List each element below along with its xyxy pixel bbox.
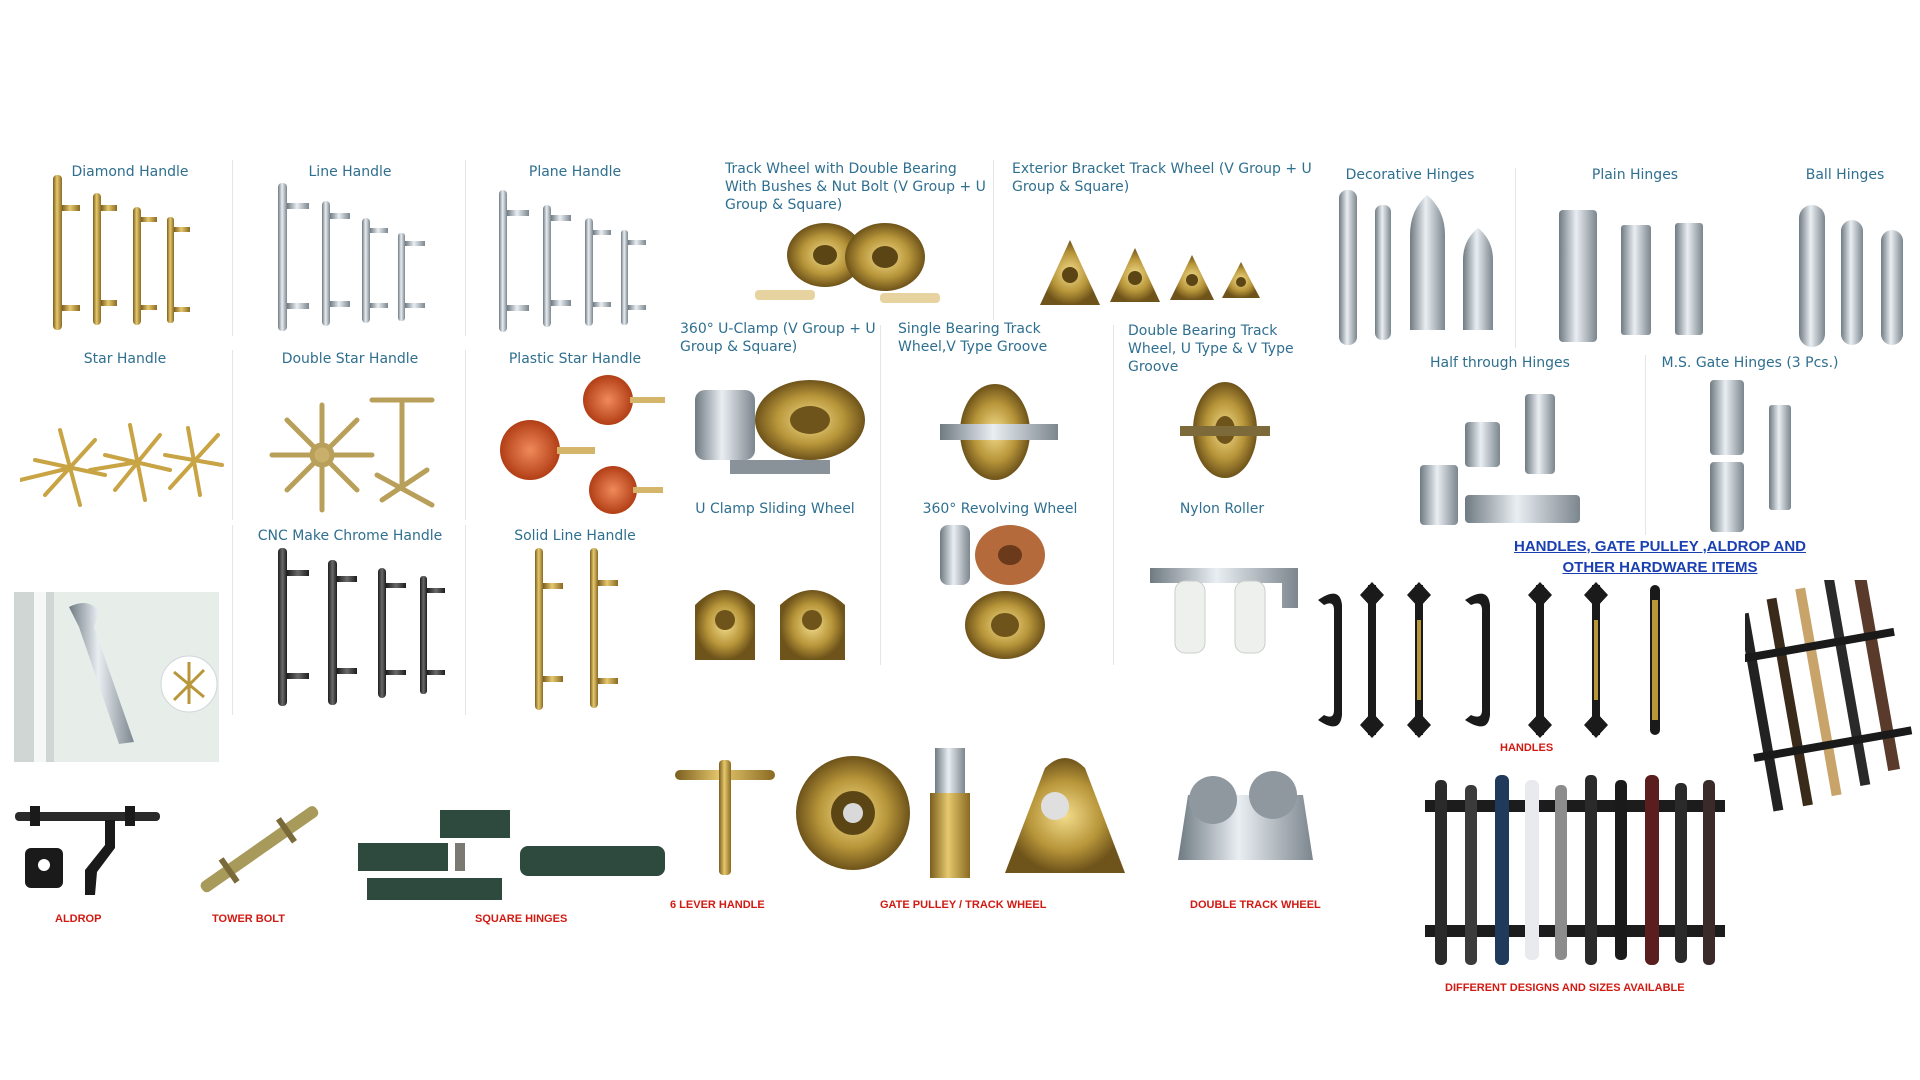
label-double-star-handle: Double Star Handle <box>281 351 419 367</box>
caption-lever-handle: 6 LEVER HANDLE <box>670 899 765 911</box>
gate-pulley-image <box>795 748 1125 883</box>
tower-bolt-image <box>190 795 330 905</box>
label-decorative-hinges: Decorative Hinges <box>1345 167 1475 183</box>
caption-tower-bolt: TOWER BOLT <box>212 913 285 925</box>
star-handle-image <box>20 420 225 515</box>
u-clamp-sliding-wheel-image <box>690 575 855 665</box>
caption-double-track-wheel: DOUBLE TRACK WHEEL <box>1190 899 1321 911</box>
label-diamond-handle: Diamond Handle <box>71 164 189 180</box>
double-star-handle-image <box>262 395 437 515</box>
nylon-roller-image <box>1150 563 1300 658</box>
half-through-hinges-image <box>1415 390 1585 530</box>
handle-rack-image <box>1745 580 1915 820</box>
decorative-handles-image <box>1310 580 1685 740</box>
lever-handle-image <box>675 760 775 875</box>
label-plastic-star-handle: Plastic Star Handle <box>508 351 642 367</box>
single-bearing-track-wheel-image <box>940 380 1060 485</box>
headline-line1: HANDLES, GATE PULLEY ,ALDROP AND <box>1514 538 1806 555</box>
label-u-clamp-360: 360° U-Clamp (V Group + U Group & Square… <box>680 321 876 355</box>
caption-aldrop: ALDROP <box>55 913 102 925</box>
window-handle-image <box>14 592 219 762</box>
label-single-bearing-track-wheel: Single Bearing Track Wheel,V Type Groove <box>898 321 1048 355</box>
label-u-clamp-sliding-wheel: U Clamp Sliding Wheel <box>695 501 855 517</box>
cnc-chrome-handle-image <box>270 548 450 708</box>
different-designs-handles-image <box>1425 775 1725 970</box>
label-ball-hinges: Ball Hinges <box>1805 167 1885 183</box>
label-solid-line-handle: Solid Line Handle <box>514 528 636 544</box>
double-track-wheel-image <box>1178 755 1313 865</box>
aldrop-image <box>15 800 160 900</box>
ball-hinges-image <box>1795 195 1910 350</box>
plain-hinges-image <box>1555 205 1715 345</box>
solid-line-handle-image <box>525 548 625 713</box>
label-plain-hinges: Plain Hinges <box>1591 167 1679 183</box>
label-ms-gate-hinges: M.S. Gate Hinges (3 Pcs.) <box>1661 355 1839 371</box>
label-plane-handle: Plane Handle <box>528 164 622 180</box>
headline-line2: OTHER HARDWARE ITEMS <box>1562 559 1758 576</box>
caption-gate-pulley: GATE PULLEY / TRACK WHEEL <box>880 899 1047 911</box>
double-bearing-track-wheel-image <box>1180 378 1270 483</box>
line-handle-image <box>270 183 435 333</box>
caption-square-hinges: SQUARE HINGES <box>475 913 568 925</box>
label-track-wheel-double-bearing: Track Wheel with Double Bearing With Bus… <box>725 161 986 213</box>
exterior-bracket-track-wheel-image <box>1030 230 1280 310</box>
u-clamp-360-image <box>690 375 865 485</box>
label-cnc-chrome-handle: CNC Make Chrome Handle <box>257 528 443 544</box>
revolving-wheel-360-image <box>935 520 1055 665</box>
caption-different-designs: DIFFERENT DESIGNS AND SIZES AVAILABLE <box>1445 982 1685 994</box>
plastic-star-handle-image <box>495 365 665 520</box>
label-exterior-bracket-track-wheel: Exterior Bracket Track Wheel (V Group + … <box>1012 161 1312 195</box>
label-star-handle: Star Handle <box>83 351 167 367</box>
square-hinges-image <box>355 808 665 903</box>
label-nylon-roller: Nylon Roller <box>1179 501 1265 517</box>
label-line-handle: Line Handle <box>308 164 392 180</box>
track-wheel-double-bearing-image <box>755 215 945 310</box>
label-half-through-hinges: Half through Hinges <box>1430 355 1570 371</box>
label-double-bearing-track-wheel: Double Bearing Track Wheel, U Type & V T… <box>1128 323 1294 375</box>
caption-handles: HANDLES <box>1500 742 1554 754</box>
decorative-hinges-image <box>1335 190 1500 350</box>
label-revolving-wheel-360: 360° Revolving Wheel <box>922 501 1078 517</box>
ms-gate-hinges-image <box>1705 380 1795 535</box>
diamond-handle-image <box>45 175 205 335</box>
plane-handle-image <box>495 190 655 335</box>
